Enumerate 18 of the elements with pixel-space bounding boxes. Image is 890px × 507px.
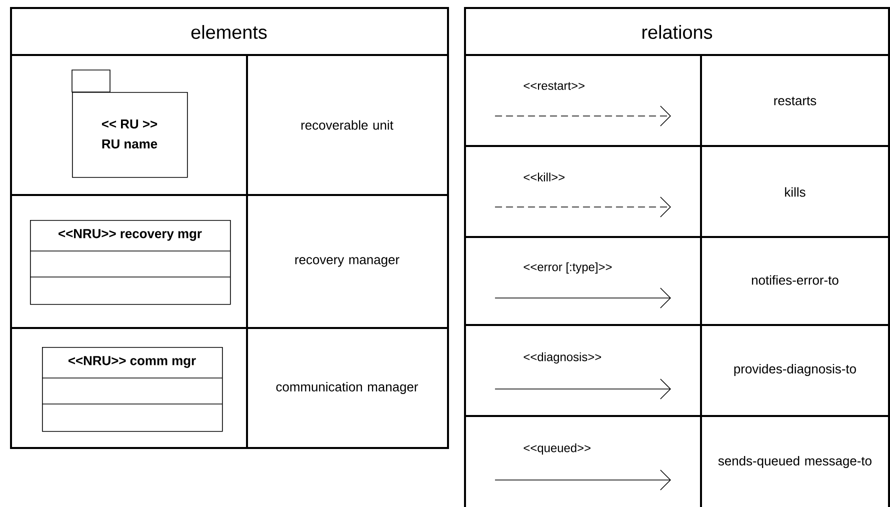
stereotype-label: <<queued>> [524,443,590,455]
description: communication manager [276,382,418,394]
description: recovery manager [295,257,400,267]
class-box: <<NRU>> recovery mgr [30,220,231,305]
description: provides-diagnosis-to [734,364,856,376]
stereotype-label: <<error [:type]>> [524,262,612,274]
description: recoverable unit [301,120,394,130]
stereotype-label: <<restart>> [524,82,584,90]
package-box: << RU >> RU name [72,70,188,178]
class-box: <<NRU>> comm mgr [42,347,223,432]
description: kills [785,187,806,197]
table-header: relations [642,25,712,39]
description: notifies-error-to [752,275,838,285]
stereotype-label: <<kill>> [524,172,564,182]
description: sends-queued message-to [718,456,872,468]
table-header: elements [191,25,267,39]
description: restarts [774,96,816,106]
stereotype-label: <<diagnosis>> [524,352,602,364]
